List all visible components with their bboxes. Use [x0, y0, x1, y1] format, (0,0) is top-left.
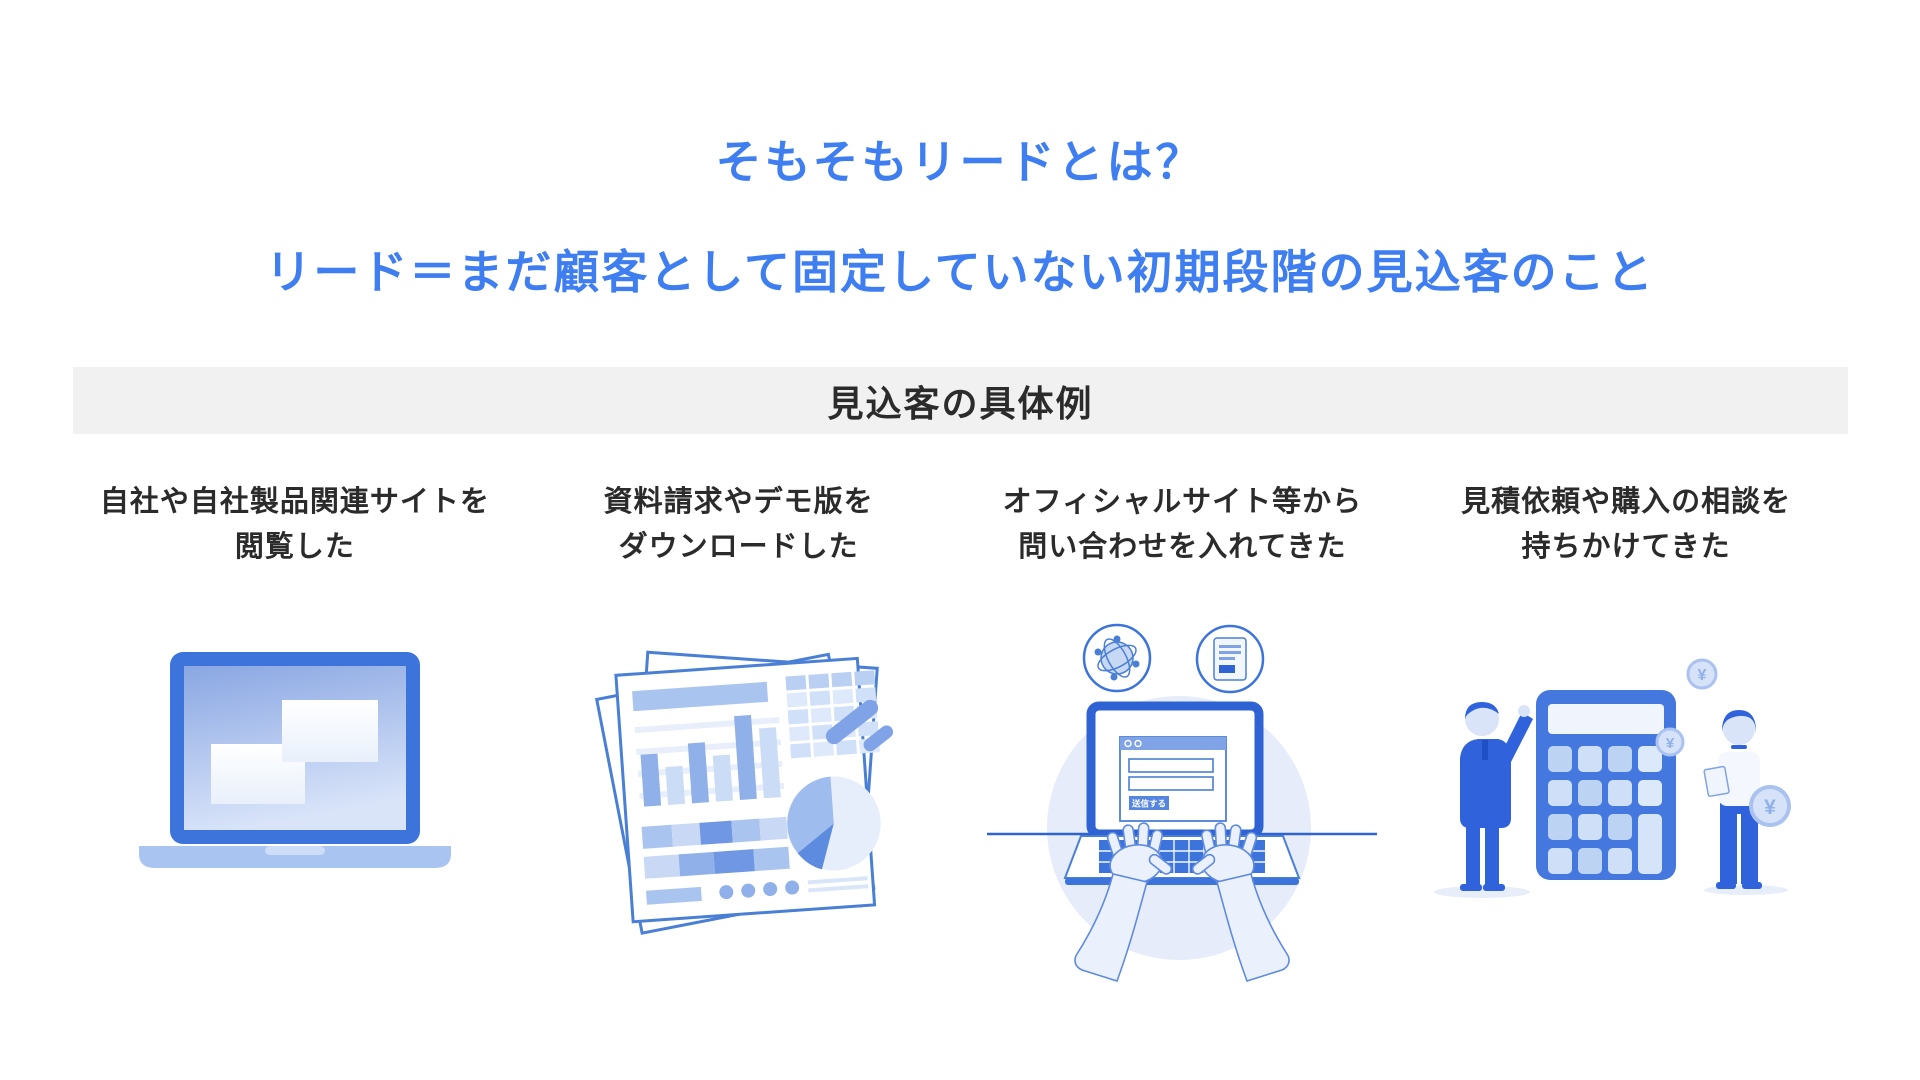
- yen-coin-small-mid: ¥: [1655, 727, 1685, 757]
- calculator-consult-icon: ¥ ¥ ¥: [1434, 658, 1792, 898]
- laptop-browsing-icon: [138, 651, 451, 868]
- laptop-notch: [264, 845, 325, 855]
- businessman-figure: [1460, 701, 1534, 891]
- example-label: 資料請求やデモ版を ダウンロードした: [603, 486, 874, 563]
- mini-stacked-bars: [641, 816, 790, 879]
- browser-top-bar: [1120, 736, 1227, 750]
- woman-figure: [1703, 709, 1763, 889]
- submit-button-label: 送信する: [1131, 798, 1166, 808]
- paper-in-hand: [1703, 765, 1730, 797]
- paperclip-icon: [825, 699, 893, 752]
- examples-row: 自社や自社製品関連サイトを 閲覧した: [73, 480, 1848, 984]
- document-badge: [1196, 624, 1265, 694]
- yen-coin-large: ¥: [1749, 784, 1792, 827]
- typing-hands: [1074, 822, 1291, 982]
- section-title: 見込客の具体例: [827, 382, 1094, 424]
- left-hand: [1074, 822, 1173, 982]
- example-column-site-browsing: 自社や自社製品関連サイトを 閲覧した: [73, 480, 517, 984]
- submit-button: [1129, 795, 1170, 810]
- shadow-left: [1434, 885, 1531, 898]
- form-input-2: [1128, 776, 1215, 791]
- globe-badge: [1083, 623, 1152, 693]
- laptop-base: [138, 845, 451, 868]
- calculator-icon: [1536, 689, 1677, 880]
- typing-inquiry-icon: 送信する: [987, 623, 1378, 982]
- yen-coins: ¥ ¥ ¥: [1655, 658, 1792, 827]
- calculator-illustration: ¥ ¥ ¥: [1416, 642, 1836, 932]
- svg-text:¥: ¥: [1698, 667, 1707, 684]
- calculator-buttons: [1548, 745, 1663, 874]
- right-hand: [1192, 822, 1291, 982]
- yen-coin-small-top: ¥: [1686, 658, 1718, 690]
- laptop-illustration: [125, 642, 465, 912]
- mini-bar-chart: [634, 714, 784, 807]
- inquiry-illustration: 送信する: [987, 606, 1378, 984]
- svg-text:¥: ¥: [1666, 735, 1675, 752]
- example-label: 自社や自社製品関連サイトを 閲覧した: [99, 486, 490, 563]
- browser-window: 送信する: [1119, 735, 1228, 822]
- keyboard: [1063, 834, 1301, 885]
- mini-table: [785, 670, 880, 759]
- example-column-document-download: 資料請求やデモ版を ダウンロードした: [517, 480, 961, 984]
- example-column-inquiry: オフィシャルサイト等から 問い合わせを入れてきた: [961, 480, 1405, 984]
- form-input-1: [1128, 758, 1215, 773]
- section-header-bar: 見込客の具体例: [73, 367, 1848, 434]
- documents-illustration: [569, 632, 909, 942]
- mini-footer-row: [645, 876, 869, 905]
- doc-title-bar: [631, 681, 768, 712]
- globe-icon: [1100, 641, 1135, 675]
- mini-pie-chart: [786, 776, 881, 871]
- svg-text:¥: ¥: [1764, 796, 1776, 819]
- inquiry-laptop: 送信する: [1086, 701, 1264, 839]
- page-subtitle: リード＝まだ顧客として固定していない初期段階の見込客のこと: [265, 246, 1655, 298]
- window-front: [281, 699, 378, 762]
- page-title: そもそもリードとは？: [715, 136, 1205, 188]
- sheet-front: [613, 656, 881, 924]
- documents-charts-icon: [594, 650, 893, 935]
- example-label: オフィシャルサイト等から 問い合わせを入れてきた: [1002, 486, 1363, 563]
- example-label: 見積依頼や購入の相談を 持ちかけてきた: [1461, 486, 1792, 563]
- calculator-display: [1548, 703, 1665, 734]
- example-column-quote: 見積依頼や購入の相談を 持ちかけてきた: [1404, 480, 1848, 984]
